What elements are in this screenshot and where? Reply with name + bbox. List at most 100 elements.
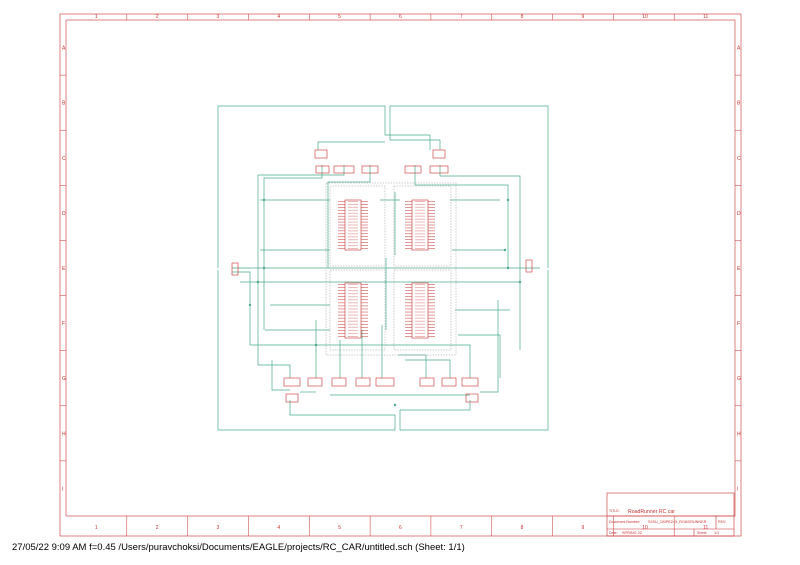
- ic-pin-label-mark: [348, 287, 358, 289]
- connector-top-4: [333, 165, 355, 174]
- ic-pin-label-mark: [348, 311, 358, 313]
- title-value: RoadRunner RC car: [628, 509, 675, 515]
- ic-pin-label-mark: [348, 326, 358, 328]
- sheet-label: Sheet:: [697, 531, 707, 535]
- ic-pin-label-mark: [348, 218, 358, 220]
- connector-bot-1: [283, 377, 301, 387]
- ic-pin-label-mark: [348, 215, 358, 217]
- document-number-value: SJSU_CMPE243_ROADRUNNER: [648, 520, 707, 524]
- frame-row-label: F: [737, 321, 740, 327]
- ic-pin-label-mark: [348, 293, 358, 295]
- ic-pin-label-mark: [415, 293, 425, 295]
- frame-column-label: 9: [581, 14, 584, 20]
- frame-column-label: 7: [460, 525, 463, 531]
- frame-row-label: A: [62, 46, 66, 52]
- connector-top-1: [314, 149, 328, 159]
- frame-column-label: 10: [642, 14, 648, 20]
- frame-column-label: 1: [95, 14, 98, 20]
- ic-pin-label-mark: [415, 305, 425, 307]
- ic-module-bottom-left: [338, 282, 368, 339]
- frame-column-label: 6: [399, 525, 402, 531]
- ic-pin-label-mark: [348, 305, 358, 307]
- ic-pin-label-mark: [348, 308, 358, 310]
- ic-pin-label-mark: [415, 239, 425, 241]
- connector-bot-5: [375, 377, 395, 387]
- status-footer: 27/05/22 9:09 AM f=0.45 /Users/puravchok…: [12, 542, 465, 553]
- connector-bot-6: [419, 377, 435, 387]
- frame-column-label: 11: [703, 14, 708, 20]
- ic-pin-label-mark: [348, 224, 358, 226]
- ic-pin-label-mark: [415, 200, 425, 202]
- ic-pin-label-mark: [415, 323, 425, 325]
- ic-pin-label-mark: [348, 290, 358, 292]
- frame-column-label: 11: [703, 525, 708, 531]
- frame-column-label: 10: [642, 525, 648, 531]
- ic-pin-label-mark: [415, 302, 425, 304]
- frame-column-label: 2: [156, 14, 159, 20]
- connector-left: [231, 262, 239, 276]
- connectors: [231, 149, 533, 403]
- connector-bot-10: [465, 393, 479, 403]
- frame-row-label: H: [62, 431, 66, 437]
- ic-pin-label-mark: [415, 299, 425, 301]
- ic-pin-label-mark: [348, 284, 358, 286]
- connector-bot-7: [441, 377, 457, 387]
- date-label: Date:: [609, 531, 618, 535]
- frame-column-label: 5: [338, 14, 341, 20]
- ic-module-top-right: [405, 199, 435, 251]
- frame-column-label: 3: [217, 525, 220, 531]
- ic-pin-label-mark: [348, 335, 358, 337]
- ic-pin-label-mark: [348, 242, 358, 244]
- ic-pin-label-mark: [348, 296, 358, 298]
- frame-column-label: 8: [521, 525, 524, 531]
- connector-bot-8: [461, 377, 479, 387]
- frame-column-label: 1: [95, 525, 98, 531]
- frame-column-label: 5: [338, 525, 341, 531]
- frame-row-label: B: [737, 101, 741, 107]
- ic-pin-label-mark: [348, 203, 358, 205]
- frame-grid-dividers: [60, 14, 741, 536]
- frame-column-label: 8: [521, 14, 524, 20]
- ic-pin-label-mark: [415, 329, 425, 331]
- drawing-frame: [59, 13, 742, 537]
- ic-pin-label-mark: [348, 317, 358, 319]
- frame-row-label: H: [737, 431, 741, 437]
- ic-pin-label-mark: [348, 212, 358, 214]
- frame-row-label: F: [62, 321, 65, 327]
- ic-pin-label-mark: [348, 236, 358, 238]
- frame-row-label: E: [62, 266, 66, 272]
- ic-pin-label-mark: [415, 221, 425, 223]
- ic-pin-label-mark: [415, 311, 425, 313]
- frame-row-label: A: [737, 46, 741, 52]
- connector-bot-9: [285, 393, 299, 403]
- ic-pin-label-mark: [348, 302, 358, 304]
- ic-pin-label-mark: [415, 290, 425, 292]
- ic-pin-label-mark: [348, 230, 358, 232]
- date-value: SPRING 22: [622, 531, 642, 535]
- ic-pin-label-mark: [415, 215, 425, 217]
- frame-row-label: D: [737, 211, 741, 217]
- frame-row-label: I: [737, 486, 738, 492]
- frame-row-label: D: [62, 211, 66, 217]
- frame-column-label: 3: [217, 14, 220, 20]
- ic-pin-label-mark: [348, 248, 358, 250]
- connector-top-6: [404, 165, 422, 174]
- ic-module-bottom-right: [405, 282, 435, 339]
- ic-pin-label-mark: [348, 323, 358, 325]
- ic-pin-label-mark: [348, 227, 358, 229]
- connector-top-3: [315, 165, 330, 174]
- frame-row-label: B: [62, 101, 66, 107]
- ic-pin-label-mark: [415, 326, 425, 328]
- frame-column-label: 4: [277, 14, 280, 20]
- ic-module-top-left: [338, 199, 368, 251]
- ic-pin-label-mark: [415, 224, 425, 226]
- ic-pin-label-mark: [415, 236, 425, 238]
- ic-pin-label-mark: [415, 332, 425, 334]
- connector-top-5: [361, 165, 379, 174]
- ic-pin-label-mark: [415, 206, 425, 208]
- connector-bot-4: [355, 377, 371, 387]
- frame-column-label: 7: [460, 14, 463, 20]
- ic-pin-label-mark: [415, 242, 425, 244]
